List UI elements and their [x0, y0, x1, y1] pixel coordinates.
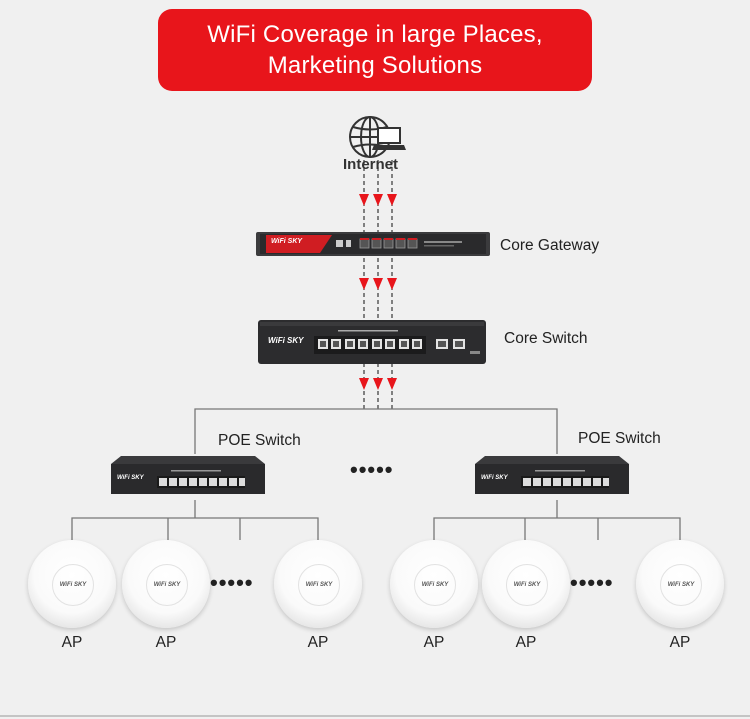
ap-label: AP: [515, 634, 537, 651]
ap-label: AP: [423, 634, 445, 651]
more-switches-ellipsis: •••••: [350, 457, 394, 482]
ap-label: AP: [307, 634, 329, 651]
gateway-logo: WiFi SKY: [271, 238, 303, 245]
arrow-down: [387, 278, 397, 290]
poe-switch-logo: WiFi SKY: [117, 475, 144, 481]
distribution-line: [194, 408, 558, 454]
access-point: WiFi SKY: [274, 540, 362, 628]
arrow-down: [359, 278, 369, 290]
ap-logo: WiFi SKY: [667, 582, 695, 588]
arrow-group: [359, 194, 397, 390]
poe-switch-label-left: POE Switch: [218, 432, 301, 449]
title-line-2: Marketing Solutions: [267, 52, 483, 79]
access-point: WiFi SKY: [482, 540, 570, 628]
title-banner: WiFi Coverage in large Places, Marketing…: [158, 9, 592, 91]
internet-node: Internet: [336, 110, 420, 176]
ap-logo: WiFi SKY: [513, 582, 541, 588]
arrow-down: [373, 194, 383, 206]
arrow-down: [387, 194, 397, 206]
access-point: WiFi SKY: [28, 540, 116, 628]
poe-switch-chassis: [475, 456, 629, 494]
gateway-chassis: [256, 232, 490, 256]
more-aps-ellipsis: •••••: [570, 570, 614, 595]
left-ap-bus: [71, 500, 319, 540]
access-point: WiFi SKY: [636, 540, 724, 628]
access-point: WiFi SKY: [122, 540, 210, 628]
poe-switch-right: WiFi SKY: [475, 456, 629, 496]
arrow-down: [387, 378, 397, 390]
poe-switch-label-right: POE Switch: [578, 430, 661, 447]
core-switch-logo: WiFi SKY: [268, 336, 304, 345]
title-line-1: WiFi Coverage in large Places,: [207, 21, 543, 48]
globe-laptop-icon: [349, 116, 406, 158]
right-ap-bus: [433, 500, 681, 540]
more-aps-ellipsis: •••••: [210, 570, 254, 595]
core-gateway-device: WiFi SKY: [256, 230, 490, 258]
core-switch-chassis: [258, 320, 486, 364]
poe-switch-left: WiFi SKY: [111, 456, 265, 496]
ap-label: AP: [669, 634, 691, 651]
ap-logo: WiFi SKY: [421, 582, 449, 588]
poe-switch-chassis: [111, 456, 265, 494]
arrow-down: [373, 378, 383, 390]
arrow-down: [373, 278, 383, 290]
core-switch-device: WiFi SKY: [258, 320, 486, 364]
arrow-down: [359, 378, 369, 390]
arrow-down: [359, 194, 369, 206]
core-switch-label: Core Switch: [504, 330, 588, 347]
poe-switch-logo: WiFi SKY: [481, 475, 508, 481]
core-gateway-label: Core Gateway: [500, 237, 600, 254]
ap-logo: WiFi SKY: [305, 582, 333, 588]
ap-label: AP: [61, 634, 83, 651]
ap-logo: WiFi SKY: [59, 582, 87, 588]
access-point: WiFi SKY: [390, 540, 478, 628]
ap-logo: WiFi SKY: [153, 582, 181, 588]
ap-label: AP: [155, 634, 177, 651]
internet-label: Internet: [343, 156, 399, 173]
